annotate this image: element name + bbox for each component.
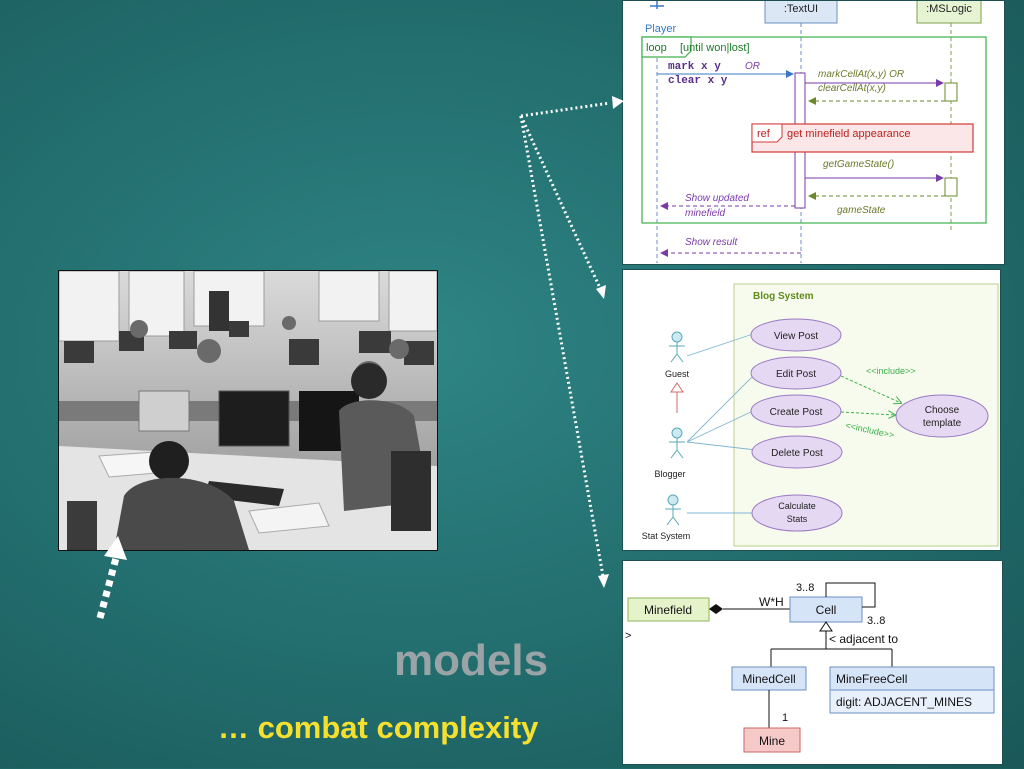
mslogic-activation-1 <box>944 82 958 102</box>
msg-show-result: Show result <box>685 237 738 248</box>
office-photo <box>58 270 438 551</box>
mined-cell-label: MinedCell <box>742 672 795 686</box>
msg-get-state: getGameState() <box>823 159 894 170</box>
uc-delete-label: Delete Post <box>771 448 823 459</box>
mult-38-top: 3..8 <box>796 582 814 594</box>
mult-wh: W*H <box>759 595 784 609</box>
cmd-clear: clear x y <box>668 75 728 87</box>
mslogic-label: :MSLogic <box>926 3 972 15</box>
arrow-head-usecase-icon <box>596 285 606 299</box>
mslogic-lifeline-head <box>916 0 982 24</box>
msg-game-state: gameState <box>837 205 886 216</box>
class-diagram: Minefield W*H Cell 3..8 3..8 < adjacent … <box>622 560 1003 765</box>
loop-frame <box>641 36 987 224</box>
mine-free-cell-label: MineFreeCell <box>836 672 907 686</box>
mult-1: 1 <box>782 712 788 724</box>
guest-label: Guest <box>665 369 690 379</box>
use-case-calculate-stats <box>751 494 843 532</box>
mslogic-activation-2 <box>944 177 958 197</box>
textui-label: :TextUI <box>784 3 818 15</box>
msg-clear-cell: clearCellAt(x,y) <box>818 83 886 94</box>
cell-label: Cell <box>816 603 837 617</box>
blogger-actor-icon <box>669 427 685 459</box>
digit-attribute: digit: ADJACENT_MINES <box>836 695 972 709</box>
slide-subtitle: … combat complexity <box>218 710 539 745</box>
slide-title: models <box>394 636 549 685</box>
mine-label: Mine <box>759 734 785 748</box>
uc-choose-label-2: template <box>923 418 962 429</box>
msg-mark-cell: markCellAt(x,y) OR <box>818 69 904 80</box>
uc-calc-label-2: Stats <box>787 514 808 524</box>
system-title: Blog System <box>753 291 814 302</box>
adjacent-label: < adjacent to <box>829 632 898 646</box>
minefield-label: Minefield <box>644 603 692 617</box>
composition-diamond <box>709 604 723 614</box>
guest-actor-icon <box>669 331 685 363</box>
use-case-edit-post <box>750 356 842 390</box>
uc-view-label: View Post <box>774 331 819 342</box>
uc-choose-label-1: Choose <box>925 405 960 416</box>
arrow-head-class-icon <box>598 574 609 588</box>
loop-condition: [until won|lost] <box>680 42 750 54</box>
uc-create-label: Create Post <box>770 407 823 418</box>
msg-show-updated-1: Show updated <box>685 193 749 204</box>
generalization-arrow <box>670 382 684 393</box>
use-case-view-post <box>750 318 842 352</box>
uc-edit-label: Edit Post <box>776 369 816 380</box>
stat-system-label: Stat System <box>642 531 691 541</box>
ref-label: ref <box>757 128 771 140</box>
use-case-delete-post <box>751 435 843 469</box>
blogger-label: Blogger <box>654 469 685 479</box>
include-label-1: <<include>> <box>866 366 916 376</box>
ref-text: get minefield appearance <box>787 128 911 140</box>
loop-label: loop <box>646 42 667 54</box>
gt-label: > <box>625 630 631 642</box>
stat-system-actor-icon <box>665 494 681 526</box>
mult-38-bottom: 3..8 <box>867 615 885 627</box>
use-case-create-post <box>750 394 842 428</box>
inheritance-arrow <box>819 621 833 632</box>
use-case-choose-template <box>895 394 989 438</box>
use-case-diagram: Blog System Guest Blogger Stat System <box>622 269 1001 551</box>
cmd-mark: mark x y <box>668 61 721 73</box>
minefield-class <box>627 597 710 622</box>
msg-show-updated-2: minefield <box>685 208 725 219</box>
sequence-diagram: Player :TextUI :MSLogic loop [until won|… <box>622 0 1005 265</box>
uc-calc-label-1: Calculate <box>778 501 816 511</box>
mine-free-cell-attributes <box>829 689 995 714</box>
mine-class <box>743 727 801 753</box>
cmd-or: OR <box>745 61 760 72</box>
player-label: Player <box>645 23 677 35</box>
